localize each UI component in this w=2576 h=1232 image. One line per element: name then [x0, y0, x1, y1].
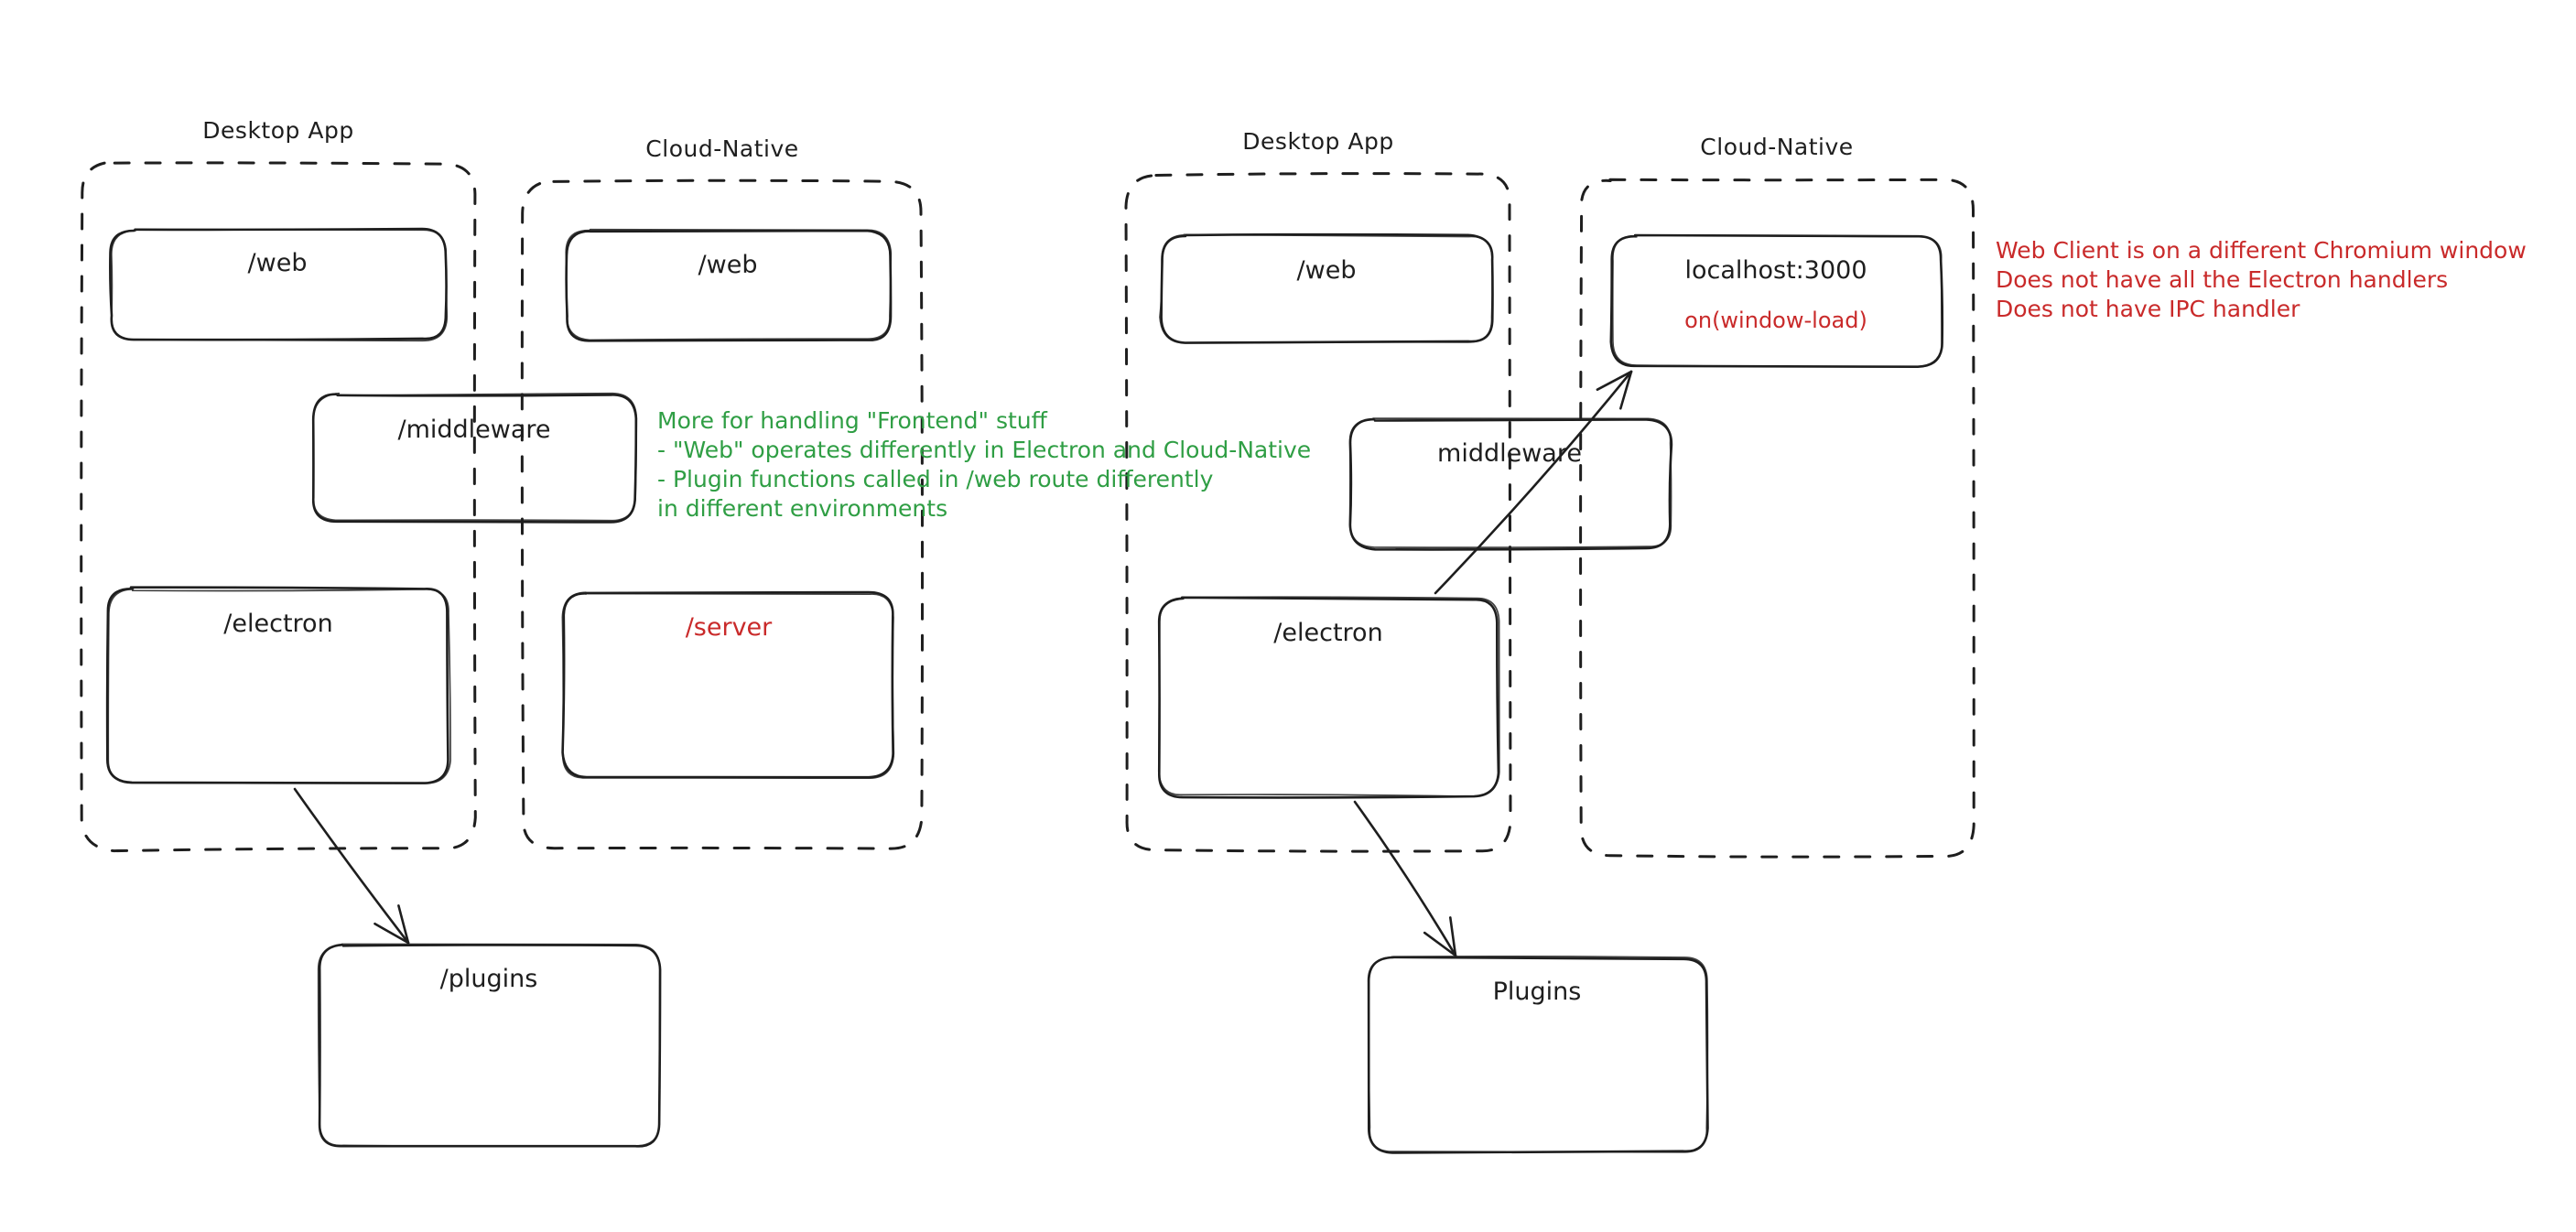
annotation-line: Does not have all the Electron handlers — [1996, 266, 2449, 293]
annotation-green-note: More for handling "Frontend" stuff - "Web… — [657, 406, 1311, 524]
annotation-line: Web Client is on a different Chromium wi… — [1996, 237, 2527, 264]
node-box-l-web-cloud[interactable] — [565, 228, 893, 342]
group-title-left-desktop-app: Desktop App — [202, 117, 354, 144]
node-label-r-localhost: localhost:3000 — [1684, 256, 1867, 285]
node-sublabel-r-localhost: on(window-load) — [1684, 308, 1867, 333]
node-box-r-web-desktop[interactable] — [1159, 232, 1494, 344]
group-title-left-cloud-native: Cloud-Native — [645, 135, 799, 162]
group-title-right-cloud-native: Cloud-Native — [1700, 134, 1854, 160]
node-label-l-server: /server — [685, 613, 773, 642]
annotation-line: in different environments — [657, 495, 948, 522]
arrow-electron-to-plugins-right — [1353, 800, 1457, 957]
node-label-r-web-desktop: /web — [1296, 256, 1357, 285]
annotation-line: More for handling "Frontend" stuff — [657, 407, 1047, 434]
node-label-l-middleware: /middleware — [397, 416, 551, 444]
node-label-r-electron: /electron — [1273, 619, 1383, 647]
node-label-l-plugins: /plugins — [439, 965, 538, 993]
node-label-l-web-cloud: /web — [698, 251, 758, 279]
group-title-right-desktop-app: Desktop App — [1242, 128, 1394, 155]
annotation-line: - "Web" operates differently in Electron… — [657, 437, 1312, 463]
node-box-l-middleware[interactable] — [311, 392, 638, 524]
node-label-l-web-desktop: /web — [247, 249, 308, 277]
node-label-r-middleware: middleware — [1437, 439, 1582, 468]
node-box-r-localhost[interactable] — [1609, 233, 1944, 369]
node-box-l-web-desktop[interactable] — [109, 227, 449, 342]
node-label-l-electron: /electron — [223, 610, 333, 638]
node-box-r-middleware[interactable] — [1348, 417, 1673, 551]
arrow-electron-to-plugins-left — [293, 787, 410, 945]
arrow-electron-to-localhost — [1434, 370, 1633, 595]
annotation-red-note: Web Client is on a different Chromium wi… — [1996, 236, 2527, 324]
annotation-line: Does not have IPC handler — [1996, 296, 2300, 322]
annotation-line: - Plugin functions called in /web route … — [657, 466, 1214, 492]
node-label-r-plugins: Plugins — [1492, 978, 1582, 1006]
